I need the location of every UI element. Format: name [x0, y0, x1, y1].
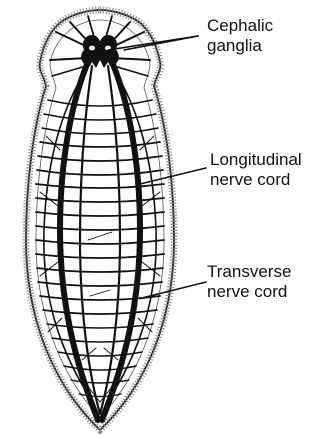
cephalic-ganglia-label-line1: Cephalic [207, 16, 273, 36]
left-eyespot [89, 46, 95, 51]
cephalic-ganglia-label-line2: ganglia [207, 36, 273, 56]
transverse-nerve-cord-label-line2: nerve cord [207, 282, 291, 302]
longitudinal-nerve-cord-label-line2: nerve cord [210, 170, 302, 190]
longitudinal-nerve-cord-label: Longitudinal nerve cord [210, 150, 302, 190]
cephalic-ganglia-label: Cephalic ganglia [207, 16, 273, 56]
body-outline [26, 10, 174, 430]
longitudinal-nerve-cord-label-line1: Longitudinal [210, 150, 302, 170]
transverse-nerve-cord-label-line1: Transverse [207, 262, 291, 282]
transverse-nerve-cord-label: Transverse nerve cord [207, 262, 291, 302]
